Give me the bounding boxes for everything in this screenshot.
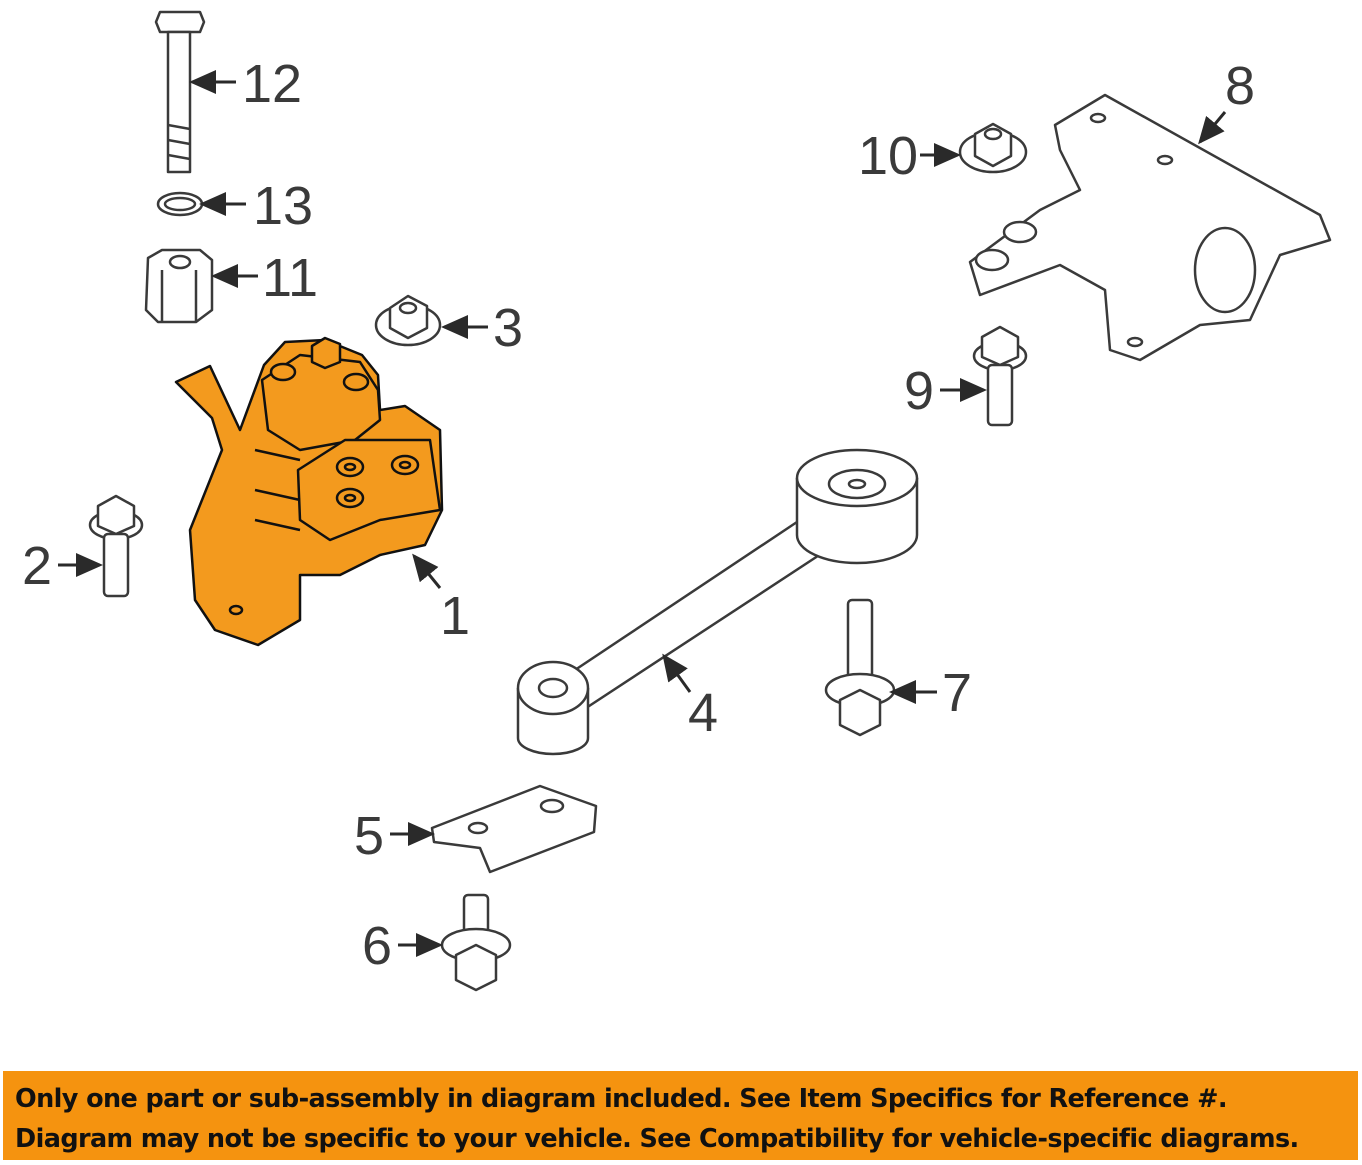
callout-9: 9	[904, 361, 934, 421]
callout-2: 2	[22, 536, 52, 596]
disclaimer-line-1: Only one part or sub-assembly in diagram…	[15, 1084, 1228, 1114]
part-5-bracket[interactable]	[430, 784, 598, 874]
callout-6: 6	[362, 916, 392, 976]
part-8-mount-bracket[interactable]	[968, 93, 1332, 362]
callout-10: 10	[858, 126, 918, 186]
callout-3: 3	[493, 298, 523, 358]
callout-8: 8	[1225, 56, 1255, 116]
part-4-torque-rod[interactable]	[516, 448, 919, 756]
callout-12: 12	[242, 54, 302, 114]
part-2-bolt[interactable]	[88, 494, 144, 598]
part-3-flange-nut[interactable]	[374, 294, 442, 347]
callout-5: 5	[354, 806, 384, 866]
part-11-insert[interactable]	[144, 248, 214, 324]
disclaimer-line-2: Diagram may not be specific to your vehi…	[15, 1124, 1299, 1154]
disclaimer-banner: Only one part or sub-assembly in diagram…	[3, 1071, 1358, 1160]
part-9-bolt[interactable]	[972, 325, 1028, 427]
callout-13: 13	[253, 176, 313, 236]
callout-1: 1	[440, 586, 470, 646]
parts-diagram: 12 13 11 3 2 1 4 7 5 6 10 8 9	[22, 10, 1332, 992]
part-7-bolt[interactable]	[824, 598, 896, 737]
part-10-flange-nut[interactable]	[958, 122, 1028, 174]
callout-4: 4	[688, 683, 718, 743]
part-1-engine-mount[interactable]	[174, 336, 444, 647]
callout-7: 7	[942, 663, 972, 723]
part-12-long-bolt[interactable]	[154, 10, 206, 174]
part-6-bolt[interactable]	[440, 893, 512, 992]
callout-11: 11	[262, 248, 318, 308]
part-13-washer[interactable]	[156, 191, 204, 217]
